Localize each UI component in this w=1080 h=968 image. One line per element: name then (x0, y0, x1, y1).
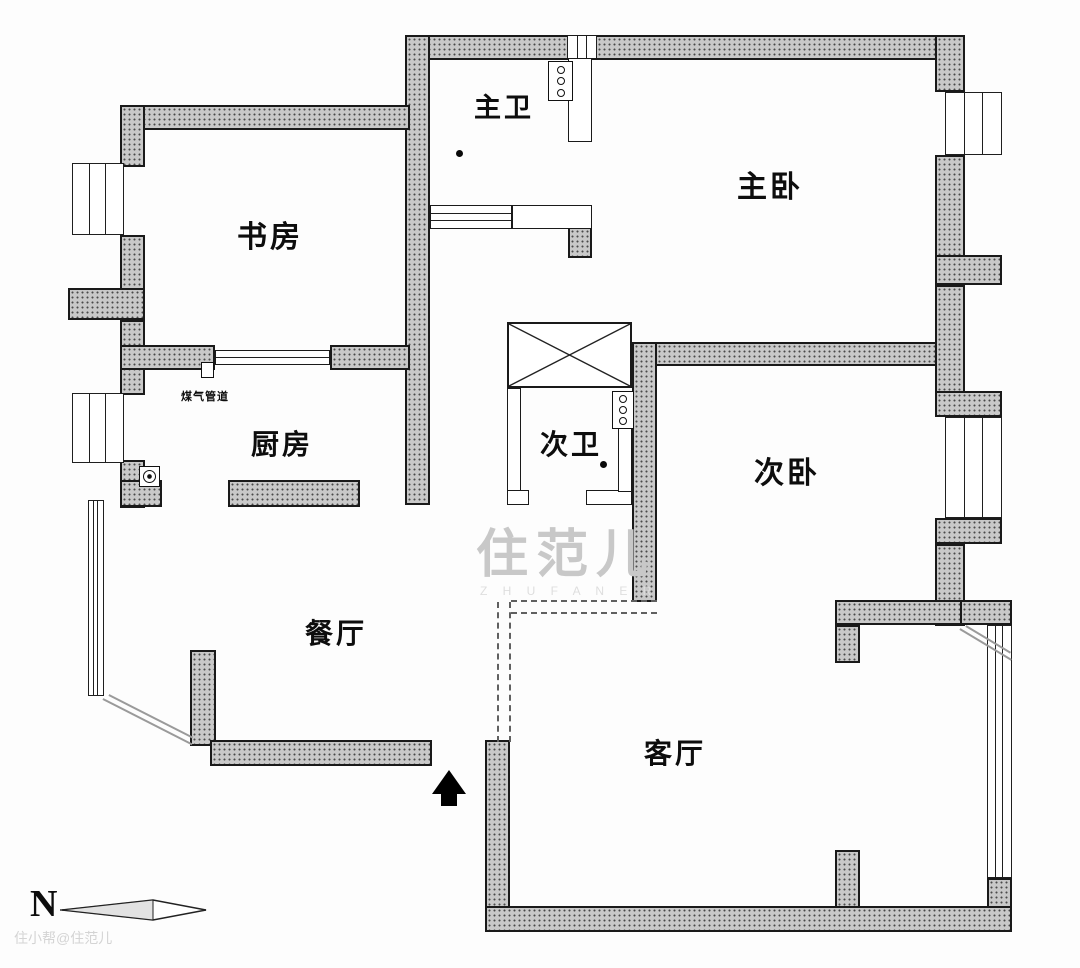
wall-right-block-3 (935, 518, 1002, 544)
wall-study-top (120, 105, 410, 130)
compass-needle-icon (60, 899, 207, 921)
open-boundary-dashed-horizontal (511, 600, 657, 614)
door-handle-dot (456, 150, 463, 157)
partition-masterbath-bottom (512, 205, 592, 229)
wall-study-bottom-left (120, 345, 215, 370)
wall-living-bottom (485, 906, 1012, 932)
window-top-wall-break (567, 36, 597, 58)
wall-dining-bottom (210, 740, 432, 766)
wall-secondbr-bottom (835, 600, 962, 625)
window-kitchen-left (72, 393, 124, 463)
wall-living-left (485, 740, 510, 932)
partition-secondbath-bottom-left (507, 490, 529, 505)
elevator-cross-icon (509, 324, 630, 386)
open-boundary-dashed-vertical (497, 602, 511, 742)
elevator-shaft (507, 322, 632, 388)
wall-living-topright-block (960, 600, 1012, 625)
room-label-living: 客厅 (644, 738, 707, 769)
sliding-door-masterbath (430, 205, 512, 229)
wall-kitchen-bottom-mid (228, 480, 360, 507)
wall-study-bottom-right (330, 345, 410, 370)
wall-study-left-upper (120, 105, 145, 167)
window-study-left (72, 163, 124, 235)
window-masterbr-right (945, 92, 1002, 155)
room-label-study: 书房 (237, 221, 303, 254)
room-label-second-bath: 次卫 (540, 429, 603, 460)
wall-secondbr-left (632, 342, 657, 602)
balcony-corner-line (102, 698, 193, 745)
wall-right-block-1 (935, 255, 1002, 285)
wall-secondbr-bottom-stub (835, 625, 860, 663)
sliding-door-study (215, 350, 330, 365)
door-handle-dot (600, 461, 607, 468)
wall-right-1 (935, 155, 965, 258)
partition-secondbath-bottom-right (586, 490, 632, 505)
gas-meter-dial (143, 470, 156, 483)
wall-right-2 (935, 285, 965, 393)
room-label-master-bath: 主卫 (474, 93, 534, 123)
north-letter: N (30, 883, 58, 925)
partition-secondbath-left (507, 388, 521, 505)
toilet-icon (612, 391, 634, 429)
window-living-right (987, 625, 1012, 878)
wall-left-protrusion (68, 288, 145, 320)
gas-valve-icon (201, 362, 214, 378)
watermark-brand: 住范儿 (476, 526, 657, 584)
watermark-brand-sub: Z H U F A N E R (480, 584, 658, 598)
balcony-corner-line (108, 694, 194, 739)
watermark-corner: 住小帮@住范儿 (14, 930, 113, 946)
partition-secondbath-right (618, 428, 632, 492)
wall-right-top-corner (935, 35, 965, 92)
entrance-arrow-icon (432, 770, 466, 794)
window-secondbr-right (945, 417, 1002, 518)
toilet-icon (548, 61, 573, 101)
wall-living-stub (835, 850, 860, 908)
room-label-master-bedroom: 主卧 (737, 171, 803, 204)
room-label-dining: 餐厅 (305, 618, 368, 649)
wall-bedroom-divider (655, 342, 937, 366)
entrance-arrow-stem (441, 793, 457, 806)
room-label-kitchen: 厨房 (251, 429, 314, 460)
window-dining-left (88, 500, 104, 696)
wall-right-block-2 (935, 391, 1002, 417)
wall-living-right-corner (987, 878, 1012, 908)
wall-dining-left-block (190, 650, 216, 746)
gas-pipe-label: 煤气管道 (181, 391, 229, 403)
room-label-second-bedroom: 次卧 (754, 457, 820, 490)
gas-meter-icon (139, 466, 160, 487)
wall-top (405, 35, 965, 60)
wall-study-left-mid (120, 235, 145, 290)
